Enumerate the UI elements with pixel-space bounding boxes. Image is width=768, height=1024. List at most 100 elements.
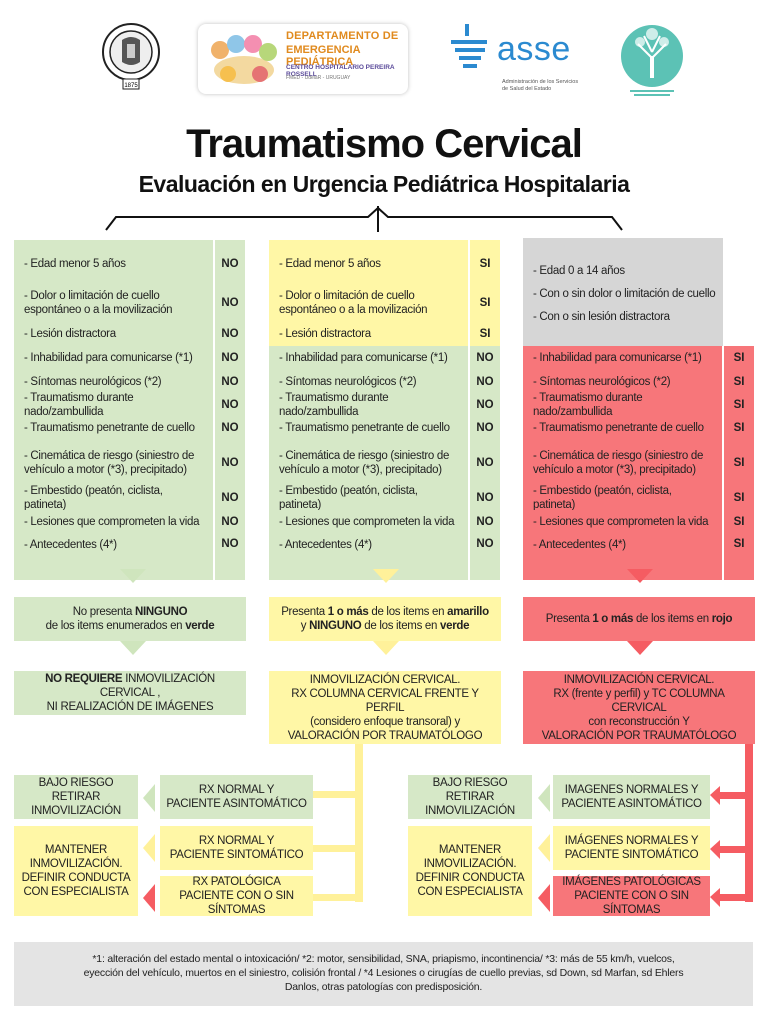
left-keep-line4: CON ESPECIALISTA xyxy=(23,886,129,898)
green-criterion-label: - Edad menor 5 años xyxy=(14,240,213,288)
yellow-criterion-label: - Cinemática de riesgo (siniestro de veh… xyxy=(269,440,468,486)
right-patho-line1: IMÁGENES PATOLÓGICAS xyxy=(562,876,701,888)
yellow-down-arrow-2 xyxy=(373,641,399,655)
left-rx-normal-symptomatic-box: RX NORMAL Y PACIENTE SINTOMÁTICO xyxy=(160,826,313,870)
red-criterion-label: - Embestido (peatón, ciclista, patineta) xyxy=(523,485,722,511)
red-summary-box: Presenta 1 o más de los items en rojo xyxy=(523,597,755,641)
yellow-criterion-value: NO xyxy=(470,394,500,416)
yellow-criterion-label: - Traumatismo penetrante de cuello xyxy=(269,416,468,440)
asse-subtitle-line2: de Salud del Estado xyxy=(502,86,552,92)
green-criterion-value: NO xyxy=(215,370,245,394)
right-images-pathologic-box: IMÁGENES PATOLÓGICAS PACIENTE CON O SIN … xyxy=(553,876,710,916)
red-summary-text-2: de los items en xyxy=(633,613,712,625)
yellow-criterion-label: - Antecedentes (4*) xyxy=(269,534,468,580)
yellow-criterion-value: NO xyxy=(470,416,500,440)
red-criterion-label: - Traumatismo penetrante de cuello xyxy=(523,416,722,440)
yellow-criterion-value: NO xyxy=(470,534,500,580)
red-criterion-value: SI xyxy=(724,346,754,370)
green-result-text: INMOVILIZACIÓN CERVICAL , xyxy=(99,673,215,699)
right-low-risk-box: BAJO RIESGO RETIRAR INMOVILIZACIÓN xyxy=(408,775,532,819)
red-summary-text: Presenta xyxy=(545,613,593,625)
page-title: Traumatismo Cervical xyxy=(186,122,583,166)
yellow-criterion-value: SI xyxy=(470,240,500,288)
department-name-line2: EMERGENCIA PEDIÁTRICA xyxy=(286,44,361,68)
yellow-criterion-value: NO xyxy=(470,440,500,486)
yellow-summary-text-3: y xyxy=(300,620,310,632)
right-arrow-keep-2 xyxy=(538,884,550,912)
red-criterion-label: - Antecedentes (4*) xyxy=(523,534,722,580)
red-criterion-label: - Inhabilidad para comunicarse (*1) xyxy=(523,346,722,370)
green-criterion-value: NO xyxy=(215,284,245,322)
left-arrow-low-risk xyxy=(143,784,155,812)
footnote-line3: Danlos, otras patologías con predisposic… xyxy=(284,981,483,993)
right-arrow-low-risk xyxy=(538,784,550,812)
green-criterion-label: - Embestido (peatón, ciclista, patineta) xyxy=(14,485,213,511)
green-result-line2: NI REALIZACIÓN DE IMÁGENES xyxy=(46,701,214,713)
right-low-risk-line2: RETIRAR INMOVILIZACIÓN xyxy=(425,791,515,817)
red-criterion-value: SI xyxy=(724,510,754,534)
department-name-line1: DEPARTAMENTO DE xyxy=(286,30,399,42)
yellow-result-line3: (considero enfoque transoral) y xyxy=(310,715,460,728)
green-criterion-label: - Dolor o limitación de cuello espontáne… xyxy=(14,284,213,322)
left-arrow-keep-1 xyxy=(143,834,155,862)
footnote-box: *1: alteración del estado mental o intox… xyxy=(14,942,753,1006)
left-patho-line1: RX PATOLÓGICA xyxy=(192,876,281,888)
red-criterion-value: SI xyxy=(724,486,754,510)
yellow-criterion-label: - Lesiones que comprometen la vida xyxy=(269,510,468,534)
right-normal-sym-line2: PACIENTE SINTOMÁTICO xyxy=(564,849,699,861)
red-criterion-label: - Cinemática de riesgo (siniestro de veh… xyxy=(523,440,722,486)
green-criterion-value: NO xyxy=(215,486,245,510)
left-low-risk-box: BAJO RIESGO RETIRAR INMOVILIZACIÓN xyxy=(14,775,138,819)
yellow-summary-bold: 1 o más xyxy=(327,606,369,618)
yellow-criterion-label: - Embestido (peatón, ciclista, patineta) xyxy=(269,485,468,511)
asse-sun-icon xyxy=(451,24,487,68)
left-rx-normal-asymptomatic-box: RX NORMAL Y PACIENTE ASINTOMÁTICO xyxy=(160,775,313,819)
right-normal-asym-line1: IMAGENES NORMALES Y xyxy=(564,784,699,796)
red-result-line4: VALORACIÓN POR TRAUMATÓLOGO xyxy=(541,729,737,742)
green-result-bold: NO REQUIERE xyxy=(45,673,123,685)
green-result-box: NO REQUIERE INMOVILIZACIÓN CERVICAL , NI… xyxy=(14,671,246,715)
green-summary-text: No presenta xyxy=(72,606,136,618)
green-summary-box: No presenta NINGUNO de los items enumera… xyxy=(14,597,246,641)
right-low-risk-line1: BAJO RIESGO xyxy=(432,777,508,789)
yellow-summary-box: Presenta 1 o más de los items en amarill… xyxy=(269,597,501,641)
green-criterion-label: - Cinemática de riesgo (siniestro de veh… xyxy=(14,440,213,486)
green-summary-text-2: de los items enumerados en xyxy=(45,620,186,632)
red-criterion-label: - Traumatismo durante nado/zambullida xyxy=(523,392,722,418)
department-affiliation: FMED - UdelaR - URUGUAY xyxy=(286,75,351,81)
green-criterion-label: - Inhabilidad para comunicarse (*1) xyxy=(14,346,213,370)
green-summary-bold: NINGUNO xyxy=(135,606,188,618)
faculty-seal-logo: 1875 xyxy=(100,22,162,92)
green-criterion-label: - Síntomas neurológicos (*2) xyxy=(14,370,213,394)
yellow-criterion-label: - Inhabilidad para comunicarse (*1) xyxy=(269,346,468,370)
left-patho-line2: PACIENTE CON O SIN SÍNTOMAS xyxy=(179,890,294,916)
yellow-criterion-label: - Síntomas neurológicos (*2) xyxy=(269,370,468,394)
yellow-summary-bold-3: NINGUNO xyxy=(309,620,362,632)
yellow-result-line4: VALORACIÓN POR TRAUMATÓLOGO xyxy=(287,729,483,742)
left-arrow-keep-2 xyxy=(143,884,155,912)
left-normal-asym-line2: PACIENTE ASINTOMÁTICO xyxy=(166,798,307,810)
red-criterion-value: SI xyxy=(724,394,754,416)
red-criterion-label: - Lesiones que comprometen la vida xyxy=(523,510,722,534)
left-normal-asym-line1: RX NORMAL Y xyxy=(198,784,275,796)
green-criterion-value: NO xyxy=(215,394,245,416)
green-criterion-label: - Traumatismo penetrante de cuello xyxy=(14,416,213,440)
department-hospital: CENTRO HOSPITALARIO PEREIRA ROSSELL xyxy=(286,64,395,78)
right-keep-immobilization-box: MANTENER INMOVILIZACIÓN. DEFINIR CONDUCT… xyxy=(408,826,532,916)
red-connector-vertical xyxy=(745,744,753,902)
title-brace xyxy=(105,206,623,232)
right-normal-asym-line2: PACIENTE ASINTOMÁTICO xyxy=(561,798,702,810)
red-down-arrow-2 xyxy=(627,641,653,655)
yellow-criterion-label: - Dolor o limitación de cuello espontáne… xyxy=(269,284,468,322)
red-result-line1: INMOVILIZACIÓN CERVICAL. xyxy=(563,673,715,686)
left-normal-sym-line2: PACIENTE SINTOMÁTICO xyxy=(169,849,304,861)
yellow-criterion-value: SI xyxy=(470,322,500,346)
red-gray-row-distractor: - Con o sin lesión distractora xyxy=(533,311,670,323)
asse-wordmark: asse xyxy=(497,30,571,68)
red-summary-bold-2: rojo xyxy=(711,613,733,625)
yellow-criterion-value: SI xyxy=(470,284,500,322)
left-rx-pathologic-box: RX PATOLÓGICA PACIENTE CON O SIN SÍNTOMA… xyxy=(160,876,313,916)
green-criterion-value: NO xyxy=(215,416,245,440)
green-down-arrow-2 xyxy=(120,641,146,655)
yellow-result-line1: INMOVILIZACIÓN CERVICAL. xyxy=(309,673,461,686)
